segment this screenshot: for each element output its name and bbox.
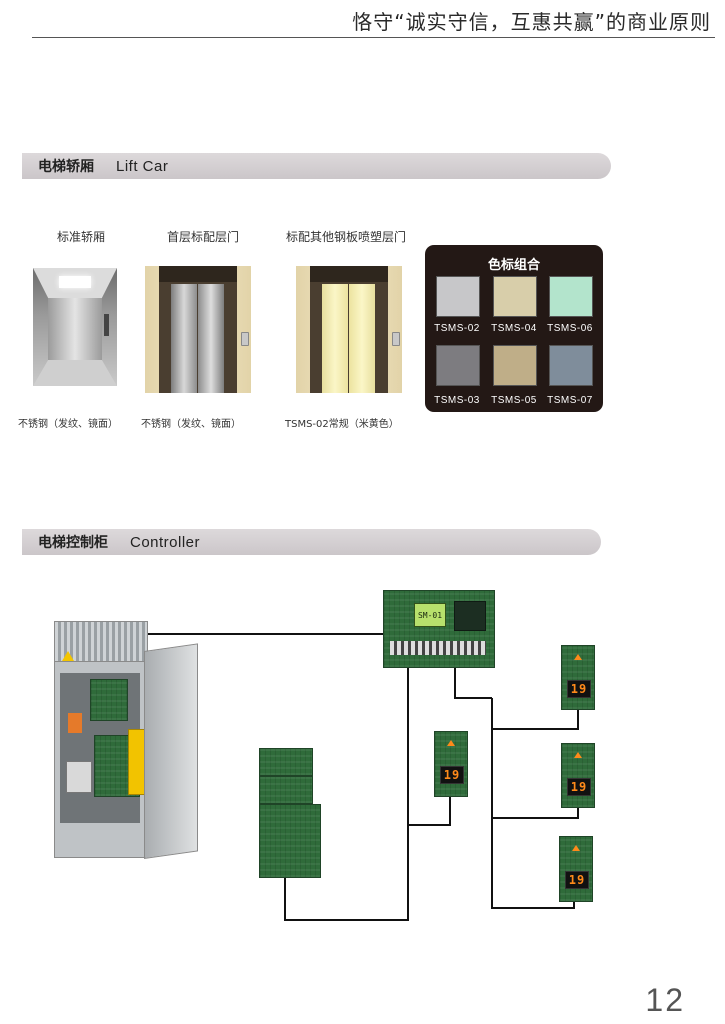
main-control-board: SM-01: [383, 590, 495, 668]
terminal-block: [68, 713, 82, 733]
hall-display-board: 19: [561, 743, 595, 808]
lift-car-standard-title: 标准轿厢: [56, 230, 105, 244]
color-swatch-label: TSMS-07: [547, 395, 593, 406]
color-swatch: [549, 345, 593, 386]
door-leaf-left: [171, 284, 197, 393]
color-swatch-label: TSMS-03: [434, 395, 480, 406]
ceiling-light: [59, 276, 91, 288]
section-bar-controller: 电梯控制柜 Controller: [22, 529, 601, 555]
hall-call-button-icon: [241, 332, 249, 346]
floor-indicator: 19: [565, 871, 589, 889]
lift-car-painted-door-title: 标配其他钢板喷塑层门: [285, 230, 406, 244]
section-bar-lift-car: 电梯轿厢 Lift Car: [22, 153, 611, 179]
door-leaf-left: [322, 284, 348, 393]
color-swatch-label: TSMS-02: [434, 323, 480, 334]
color-chart-title: 色标组合: [487, 258, 540, 273]
cabinet-door: [144, 643, 198, 859]
section-title-zh: 电梯控制柜: [38, 535, 108, 551]
main-board-lcd: SM-01: [414, 603, 446, 627]
lift-car-interior-image: [33, 268, 117, 386]
up-arrow-icon: [574, 752, 582, 758]
car-top-board: [259, 804, 321, 878]
control-cabinet-image: [54, 621, 200, 861]
contactor: [66, 761, 92, 793]
wire: [492, 708, 579, 730]
color-swatch: [436, 276, 480, 317]
wire: [408, 795, 451, 826]
section-title-en: Lift Car: [116, 157, 169, 175]
color-chart: 色标组合 TSMS-02 TSMS-04 TSMS-06 TSMS-03 TSM…: [425, 245, 603, 412]
floor-indicator: 19: [567, 778, 591, 796]
floor-indicator: 19: [567, 680, 591, 698]
lift-car-first-floor-door-title: 首层标配层门: [166, 230, 239, 244]
color-swatch: [436, 345, 480, 386]
color-swatch-label: TSMS-05: [491, 395, 537, 406]
section-title-en: Controller: [130, 533, 201, 551]
color-swatch: [549, 276, 593, 317]
hall-call-button-icon: [392, 332, 400, 346]
up-arrow-icon: [574, 654, 582, 660]
wire: [491, 698, 575, 909]
lift-car-standard-caption: 不锈钢（发纹、镜面）: [18, 419, 118, 430]
color-swatch-label: TSMS-06: [547, 323, 593, 334]
section-title-zh: 电梯轿厢: [38, 159, 94, 175]
up-arrow-icon: [447, 740, 455, 746]
painted-landing-door-image: [296, 266, 402, 393]
floor-indicator: 19: [440, 766, 464, 784]
processor-chip: [454, 601, 486, 631]
hall-display-board: 19: [561, 645, 595, 710]
circuit-board: [90, 679, 128, 721]
warning-triangle-icon: [62, 651, 74, 661]
wire: [284, 668, 409, 921]
hall-display-board: 19: [559, 836, 593, 902]
color-swatch: [493, 276, 537, 317]
lift-car-painted-door-caption: TSMS-02常规（米黄色）: [285, 419, 399, 430]
header-divider: [32, 37, 715, 38]
wire: [454, 668, 492, 699]
page-number: 12: [645, 982, 685, 1018]
wire: [492, 806, 579, 819]
door-leaf-right: [198, 284, 224, 393]
door-leaf-right: [349, 284, 375, 393]
expansion-board: [259, 748, 313, 776]
stainless-landing-door-image: [145, 266, 251, 393]
expansion-board: [259, 776, 313, 804]
header-slogan: 恪守“诚实守信，互惠共赢”的商业原则: [352, 10, 711, 34]
car-operating-panel: [104, 314, 109, 336]
hall-display-board: 19: [434, 731, 468, 797]
color-swatch-label: TSMS-04: [491, 323, 537, 334]
lift-car-first-floor-door-caption: 不锈钢（发纹、镜面）: [141, 419, 241, 430]
up-arrow-icon: [572, 845, 580, 851]
connector-strip: [390, 641, 486, 655]
color-swatch: [493, 345, 537, 386]
